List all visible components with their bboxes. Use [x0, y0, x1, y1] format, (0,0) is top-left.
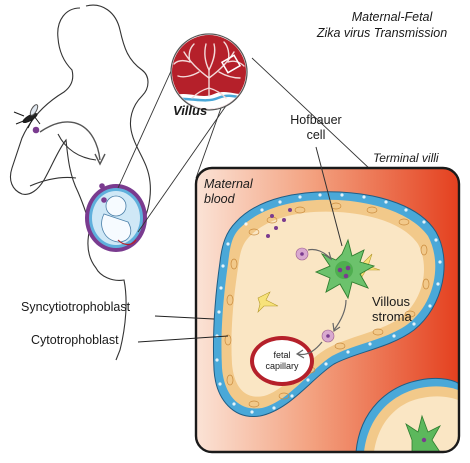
- virus-particles: [266, 208, 292, 238]
- terminal-villi-panel: [194, 166, 461, 454]
- virus-in-vesicles: [295, 247, 335, 343]
- cyto-pointer: [137, 335, 229, 343]
- syncytio-nuclei: [215, 193, 442, 414]
- title-line-1: Maternal-Fetal: [351, 10, 433, 24]
- pregnant-woman-outline: [9, 4, 151, 361]
- hofbauer-pointer: [315, 146, 343, 247]
- virus-particle: [32, 126, 40, 134]
- hofbauer-label-line-1: Hofbauer: [290, 113, 342, 127]
- syncytiotrophoblast-label: Syncytiotrophoblast: [21, 300, 131, 314]
- villus-inset: [170, 33, 248, 111]
- syncytio-pointer: [154, 315, 215, 320]
- villous-stroma-label-line-2: stroma: [372, 309, 412, 324]
- fetal-capillary-label-line-1: fetal: [273, 350, 291, 360]
- terminal-villi-label: Terminal villi: [373, 151, 439, 165]
- maternal-blood-label-line-1: Maternal: [204, 177, 253, 191]
- transmission-arrow: [39, 121, 101, 161]
- mosquito-icon: [13, 104, 41, 129]
- title-line-2: Zika virus Transmission: [316, 26, 448, 40]
- fetal-capillary-label-line-2: capillary: [265, 361, 299, 371]
- cytotrophoblast-label: Cytotrophoblast: [31, 333, 119, 347]
- maternal-blood-label-line-2: blood: [204, 192, 235, 206]
- hofbauer-cell-small: [405, 414, 442, 452]
- villus-label: Villus: [173, 103, 208, 118]
- hofbauer-label-line-2: cell: [306, 128, 326, 142]
- villous-stroma-label-line-1: Villous: [372, 294, 411, 309]
- hofbauer-cell: [314, 238, 376, 300]
- fetal-capillary: [250, 336, 314, 386]
- transport-arrows: [295, 248, 347, 359]
- uterus-with-fetus: [85, 184, 147, 252]
